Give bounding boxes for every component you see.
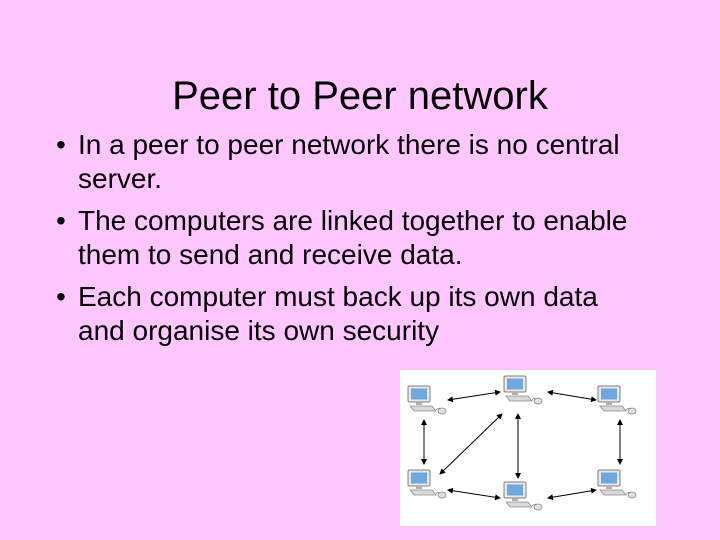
bullet-item: • Each computer must back up its own dat…: [48, 280, 648, 348]
connection-arrow: [447, 487, 501, 501]
bullet-text: In a peer to peer network there is no ce…: [78, 129, 620, 194]
connection-arrow: [547, 487, 597, 501]
bullet-item: • The computers are linked together to e…: [48, 204, 648, 272]
bullet-text: Each computer must back up its own data …: [78, 281, 598, 346]
bullet-text: The computers are linked together to ena…: [78, 205, 628, 270]
bullet-item: • In a peer to peer network there is no …: [48, 128, 648, 196]
computer-icon: [597, 469, 637, 499]
bullet-icon: •: [56, 205, 66, 236]
computer-icon: [503, 481, 543, 511]
connection-arrow: [447, 389, 501, 403]
computer-icon: [407, 385, 447, 415]
network-diagram-svg: [407, 375, 637, 511]
computer-icon: [503, 375, 543, 405]
bullet-list: • In a peer to peer network there is no …: [48, 128, 648, 356]
connection-arrow: [439, 413, 503, 475]
bullet-icon: •: [56, 281, 66, 312]
computer-icon: [597, 385, 637, 415]
slide-title-text: Peer to Peer network: [172, 74, 548, 118]
connection-arrow: [547, 389, 597, 403]
bullet-icon: •: [56, 129, 66, 160]
network-diagram: [400, 370, 656, 526]
slide-title: Peer to Peer network: [0, 72, 720, 120]
